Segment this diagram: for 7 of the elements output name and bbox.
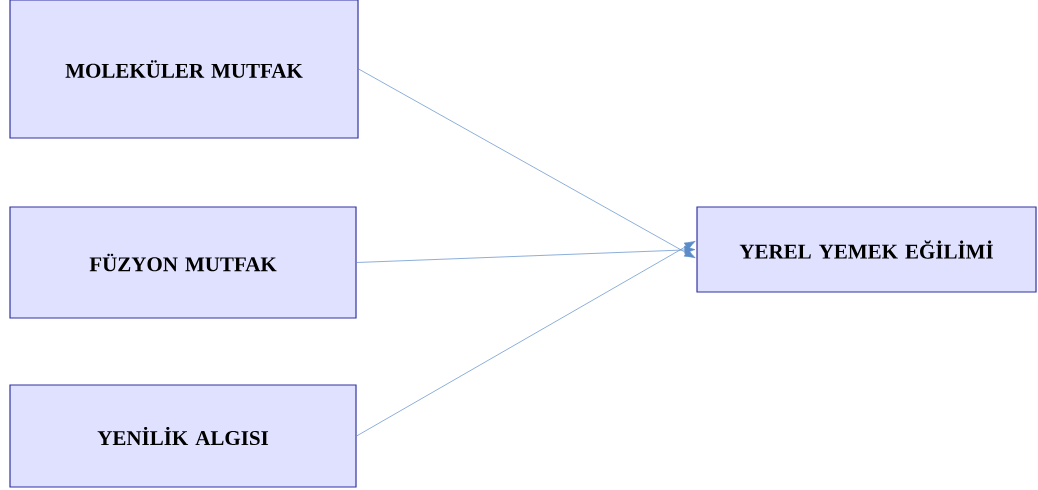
arrow: [358, 68, 696, 259]
concept-box: FÜZYON MUTFAK: [9, 206, 357, 319]
concept-box: YEREL YEMEK EĞİLİMİ: [696, 206, 1037, 293]
arrow: [356, 240, 696, 437]
arrow: [356, 245, 696, 263]
concept-box: MOLEKÜLER MUTFAK: [9, 0, 359, 139]
concept-box: YENİLİK ALGISI: [9, 384, 357, 488]
